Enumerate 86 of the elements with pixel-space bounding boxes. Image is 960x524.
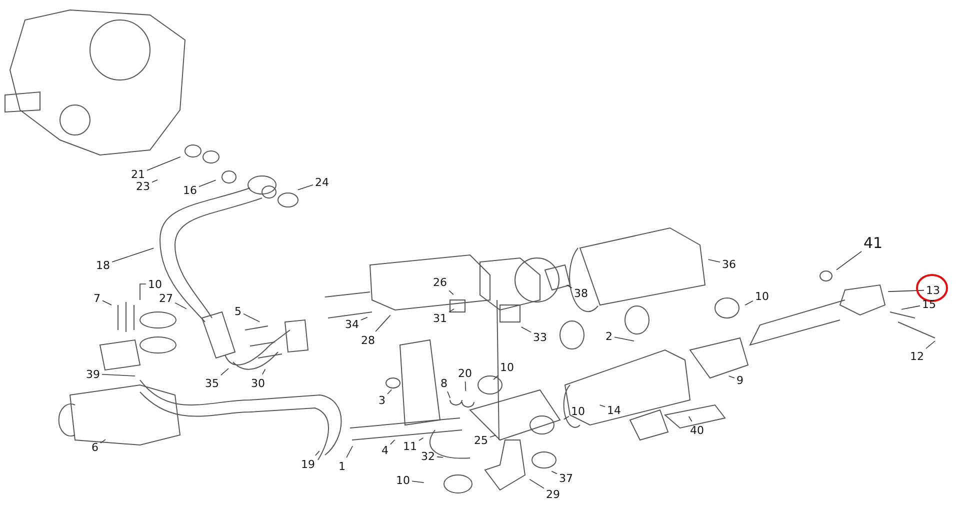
leader-line <box>390 440 396 445</box>
callout-number: 13 <box>926 284 940 296</box>
callout-number: 24 <box>315 176 329 188</box>
leader-line <box>448 308 454 312</box>
callout-number: 8 <box>440 376 448 390</box>
callout-number: 11 <box>403 440 417 452</box>
leader-line <box>599 404 606 408</box>
callout-number: 1 <box>338 460 346 472</box>
leader-line <box>888 290 924 292</box>
callout-number: 39 <box>86 368 100 380</box>
callout-number: 36 <box>722 258 736 270</box>
leader-line <box>418 437 424 441</box>
callout-number: 15 <box>922 298 936 310</box>
callout-number: 5 <box>234 304 242 318</box>
callout-number: 20 <box>458 366 472 380</box>
callout-number: 6 <box>92 440 98 454</box>
callout-number: 10 <box>396 474 410 486</box>
callout-number: 16 <box>183 184 197 196</box>
callout-number: 18 <box>96 258 110 272</box>
leader-line <box>262 368 266 375</box>
callout-number: 21 <box>131 168 145 180</box>
callout-number: 32 <box>421 450 435 462</box>
callout-number: 29 <box>546 488 560 500</box>
callout-number: 34 <box>345 318 359 330</box>
callout-number: 7 <box>94 292 100 304</box>
leader-line <box>112 248 154 262</box>
leader-line <box>152 180 158 183</box>
callout-number: 19 <box>301 458 315 470</box>
callout-number: 12 <box>910 350 924 362</box>
callout-number: 10 <box>755 290 769 302</box>
leader-line <box>464 381 466 392</box>
leader-line <box>100 439 106 444</box>
callout-number: 26 <box>433 276 447 288</box>
leader-line <box>243 313 260 322</box>
leader-line <box>708 259 720 262</box>
callout-number: 4 <box>382 444 388 456</box>
callout-number: 37 <box>559 472 573 484</box>
callout-number: 38 <box>574 286 588 300</box>
callout-number: 30 <box>251 376 265 390</box>
callout-number: 40 <box>690 424 704 436</box>
leader-line <box>315 450 320 456</box>
callout-number: 27 <box>159 292 173 304</box>
callout-number: 10 <box>500 360 514 374</box>
callout-number: 41 <box>864 234 883 252</box>
leader-line <box>360 316 368 320</box>
leader-line <box>563 416 570 420</box>
callout-number: 35 <box>205 376 219 390</box>
callout-number: 14 <box>607 404 621 416</box>
callout-number: 23 <box>136 180 150 192</box>
leader-line <box>901 305 920 310</box>
callout-number: 10 <box>571 404 585 418</box>
callout-number: 3 <box>378 394 386 406</box>
leader-line <box>412 480 424 483</box>
callout-number: 10 <box>148 278 162 290</box>
leader-line <box>688 416 692 422</box>
callout-number: 25 <box>474 434 488 446</box>
leader-line <box>447 391 450 398</box>
callout-number: 31 <box>433 312 447 324</box>
leader-line <box>614 336 634 342</box>
leader-line <box>493 375 498 380</box>
leader-line <box>836 251 862 270</box>
leader-line <box>102 300 112 306</box>
leader-line <box>926 340 936 349</box>
leader-line <box>198 180 216 187</box>
leader-line <box>448 290 454 295</box>
leader-line <box>346 446 353 458</box>
leader-line <box>436 456 444 458</box>
leader-line <box>387 389 392 394</box>
leader-line <box>220 368 229 376</box>
leader-line <box>529 478 544 489</box>
leader-line <box>490 434 496 438</box>
leader-line <box>174 302 187 310</box>
leader-line <box>375 314 391 332</box>
callout-number: 2 <box>606 330 612 342</box>
leader-line <box>566 284 572 288</box>
leader-line <box>102 374 136 376</box>
callout-number: 33 <box>533 330 547 344</box>
leader-line <box>520 326 532 333</box>
leader-line <box>140 284 146 300</box>
leader-line <box>728 376 735 378</box>
callout-number: 9 <box>736 374 744 386</box>
leader-line <box>146 156 181 171</box>
leader-line <box>744 300 754 306</box>
callout-number: 28 <box>361 334 375 346</box>
leader-line <box>297 184 314 190</box>
leader-line <box>551 470 558 474</box>
